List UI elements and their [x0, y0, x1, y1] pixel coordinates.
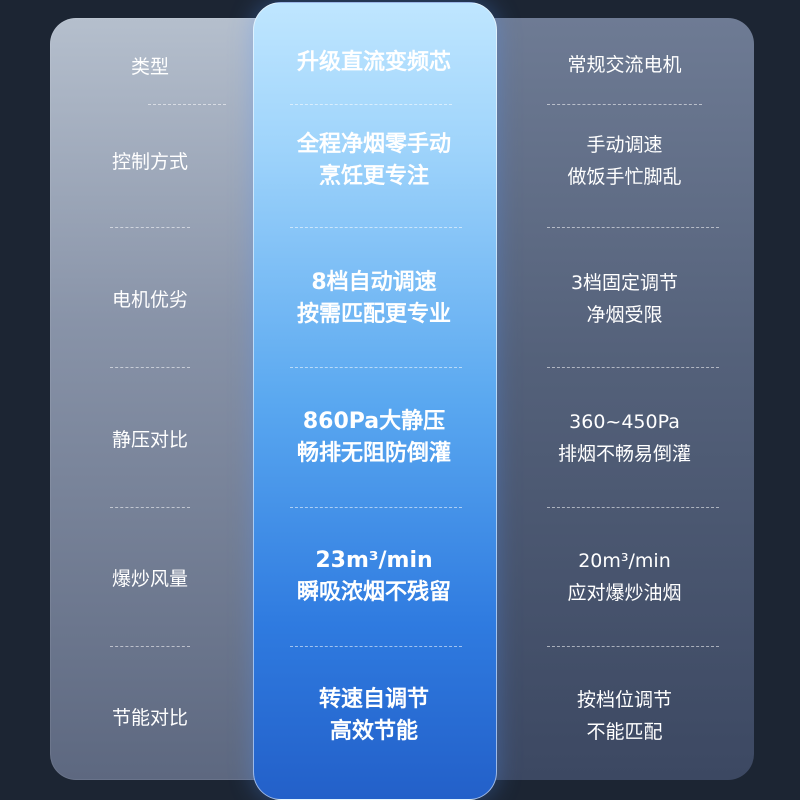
header-ac-motor-label: 常规交流电机: [567, 54, 682, 76]
header-dc-inverter: 升级直流变频芯: [253, 38, 495, 88]
ac-cell: 手动调速 做饭手忙脚乱: [495, 125, 754, 197]
row-divider: [547, 367, 719, 368]
row-divider: [290, 507, 462, 508]
dc-cell-line1: 转速自调节: [318, 687, 429, 712]
dc-cell: 全程净烟零手动 烹饪更专注: [253, 125, 495, 197]
row-divider: [110, 367, 190, 368]
dc-cell-line1: 全程净烟零手动: [296, 132, 451, 157]
dc-inverter-card: [253, 2, 497, 800]
dc-cell: 860Pa大静压 畅排无阻防倒灌: [253, 402, 495, 474]
ac-cell-line2: 不能匹配: [586, 721, 663, 743]
row-divider: [290, 646, 462, 647]
dc-cell-line2: 烹饪更专注: [318, 164, 429, 189]
ac-cell: 360~450Pa 排烟不畅易倒灌: [495, 402, 754, 474]
ac-cell: 按档位调节 不能匹配: [495, 680, 754, 752]
ac-cell-line1: 手动调速: [586, 134, 663, 156]
row-divider: [290, 227, 462, 228]
row-label-text: 控制方式: [111, 150, 188, 173]
ac-cell-line2: 应对爆炒油烟: [567, 582, 682, 604]
row-divider: [290, 104, 452, 105]
row-divider: [547, 646, 719, 647]
row-label: 爆炒风量: [50, 547, 250, 607]
label-column: 类型 控制方式 电机优劣 静压对比 爆炒风量 节能对比: [50, 0, 250, 800]
row-divider: [110, 646, 190, 647]
dc-cell-line1: 860Pa大静压: [302, 409, 446, 434]
row-divider: [290, 367, 462, 368]
row-label: 控制方式: [50, 130, 250, 190]
ac-cell: 3档固定调节 净烟受限: [495, 263, 754, 335]
row-label: 节能对比: [50, 686, 250, 746]
row-label: 静压对比: [50, 408, 250, 468]
row-label-text: 电机优劣: [111, 288, 188, 311]
dc-cell-line2: 按需匹配更专业: [296, 302, 451, 327]
row-divider: [110, 507, 190, 508]
dc-cell-line2: 瞬吸浓烟不残留: [296, 580, 451, 605]
dc-cell: 23m³/min 瞬吸浓烟不残留: [253, 541, 495, 613]
row-divider: [148, 104, 226, 105]
ac-cell-line2: 排烟不畅易倒灌: [557, 443, 691, 465]
dc-inverter-column: 升级直流变频芯 全程净烟零手动 烹饪更专注 8档自动调速 按需匹配更专业 860…: [253, 0, 495, 800]
dc-cell-line1: 8档自动调速: [311, 270, 437, 295]
ac-cell-line1: 20m³/min: [578, 550, 671, 572]
row-label-text: 节能对比: [111, 706, 188, 729]
dc-cell: 8档自动调速 按需匹配更专业: [253, 263, 495, 335]
row-divider: [547, 507, 719, 508]
conventional-motor-card: [470, 18, 754, 780]
header-type: 类型: [50, 40, 250, 90]
dc-cell-line2: 高效节能: [329, 719, 418, 744]
dc-cell-line2: 畅排无阻防倒灌: [296, 441, 451, 466]
ac-cell: 20m³/min 应对爆炒油烟: [495, 541, 754, 613]
dc-cell-line1: 23m³/min: [315, 548, 433, 573]
row-label: 电机优劣: [50, 268, 250, 328]
row-divider: [547, 104, 702, 105]
ac-cell-line2: 净烟受限: [586, 304, 663, 326]
header-dc-inverter-label: 升级直流变频芯: [296, 50, 451, 75]
ac-cell-line2: 做饭手忙脚乱: [567, 166, 682, 188]
ac-cell-line1: 360~450Pa: [569, 411, 680, 433]
ac-cell-line1: 按档位调节: [576, 689, 672, 711]
dc-cell: 转速自调节 高效节能: [253, 680, 495, 752]
header-type-label: 类型: [130, 55, 169, 78]
row-divider: [547, 227, 719, 228]
row-label-text: 静压对比: [111, 428, 188, 451]
row-divider: [110, 227, 190, 228]
ac-motor-column: 常规交流电机 手动调速 做饭手忙脚乱 3档固定调节 净烟受限 360~450Pa…: [495, 0, 754, 800]
header-ac-motor: 常规交流电机: [495, 40, 754, 90]
ac-cell-line1: 3档固定调节: [570, 272, 679, 294]
row-label-text: 爆炒风量: [111, 567, 188, 590]
